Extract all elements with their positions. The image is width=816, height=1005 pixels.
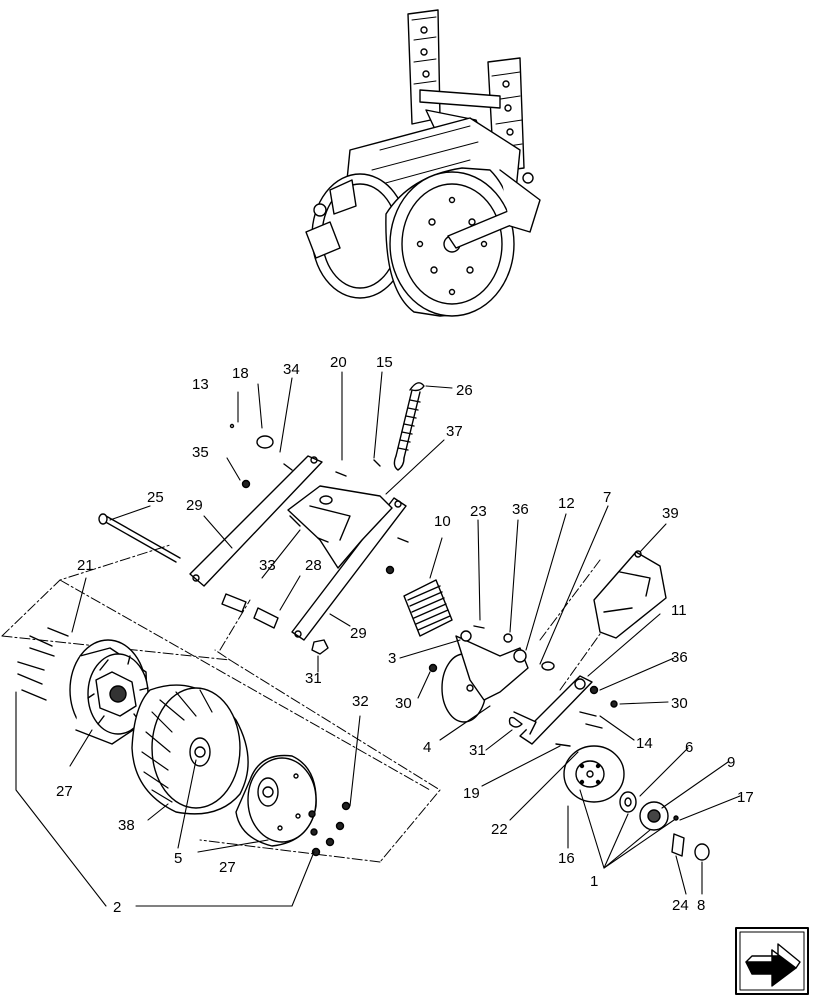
leader-lines bbox=[15, 371, 741, 907]
callout-22: 22 bbox=[491, 821, 508, 838]
callout-24: 24 bbox=[672, 897, 689, 914]
closing-wheel-assembly bbox=[428, 550, 710, 861]
callout-33: 33 bbox=[259, 557, 276, 574]
callout-7: 7 bbox=[603, 489, 612, 506]
callout-16: 16 bbox=[558, 850, 575, 867]
callout-18: 18 bbox=[232, 365, 249, 382]
callout-6: 6 bbox=[685, 739, 694, 756]
callout-39: 39 bbox=[662, 505, 679, 522]
callout-31-left: 31 bbox=[305, 670, 322, 687]
dash-dot-guides bbox=[1, 544, 611, 863]
callout-1: 1 bbox=[590, 873, 599, 890]
callout-10: 10 bbox=[434, 513, 451, 530]
gauge-wheel-assembly bbox=[17, 627, 351, 857]
callout-5: 5 bbox=[174, 850, 183, 867]
callout-3: 3 bbox=[388, 650, 397, 667]
callout-19: 19 bbox=[463, 785, 480, 802]
callout-15: 15 bbox=[376, 354, 393, 371]
callout-8: 8 bbox=[697, 897, 706, 914]
callout-23: 23 bbox=[470, 503, 487, 520]
callout-37: 37 bbox=[446, 423, 463, 440]
callout-11: 11 bbox=[671, 602, 687, 619]
assembly-view bbox=[305, 9, 541, 317]
callout-14: 14 bbox=[636, 735, 653, 752]
callout-31-lower: 31 bbox=[469, 742, 486, 759]
callout-36-lower: 36 bbox=[671, 649, 688, 666]
callout-28: 28 bbox=[305, 557, 322, 574]
callout-20: 20 bbox=[330, 354, 347, 371]
callout-12: 12 bbox=[558, 495, 575, 512]
callout-27-lower: 27 bbox=[219, 859, 236, 876]
callout-38: 38 bbox=[118, 817, 135, 834]
arm-frame bbox=[98, 423, 409, 655]
next-page-arrow-icon[interactable] bbox=[735, 927, 809, 995]
callout-2: 2 bbox=[113, 899, 122, 916]
callout-25: 25 bbox=[147, 489, 164, 506]
callout-30-left: 30 bbox=[395, 695, 412, 712]
callout-34: 34 bbox=[283, 361, 300, 378]
callout-35: 35 bbox=[192, 444, 209, 461]
callout-30-right: 30 bbox=[671, 695, 688, 712]
callout-32: 32 bbox=[352, 693, 369, 710]
callout-4: 4 bbox=[423, 739, 432, 756]
callout-9: 9 bbox=[727, 754, 736, 771]
callout-17: 17 bbox=[737, 789, 754, 806]
callout-27-upper: 27 bbox=[56, 783, 73, 800]
callout-29-upper: 29 bbox=[186, 497, 203, 514]
callout-26: 26 bbox=[456, 382, 473, 399]
callout-13: 13 bbox=[192, 376, 209, 393]
springs bbox=[393, 382, 453, 637]
callout-36-upper: 36 bbox=[512, 501, 529, 518]
callout-29-lower: 29 bbox=[350, 625, 367, 642]
callout-21: 21 bbox=[77, 557, 94, 574]
